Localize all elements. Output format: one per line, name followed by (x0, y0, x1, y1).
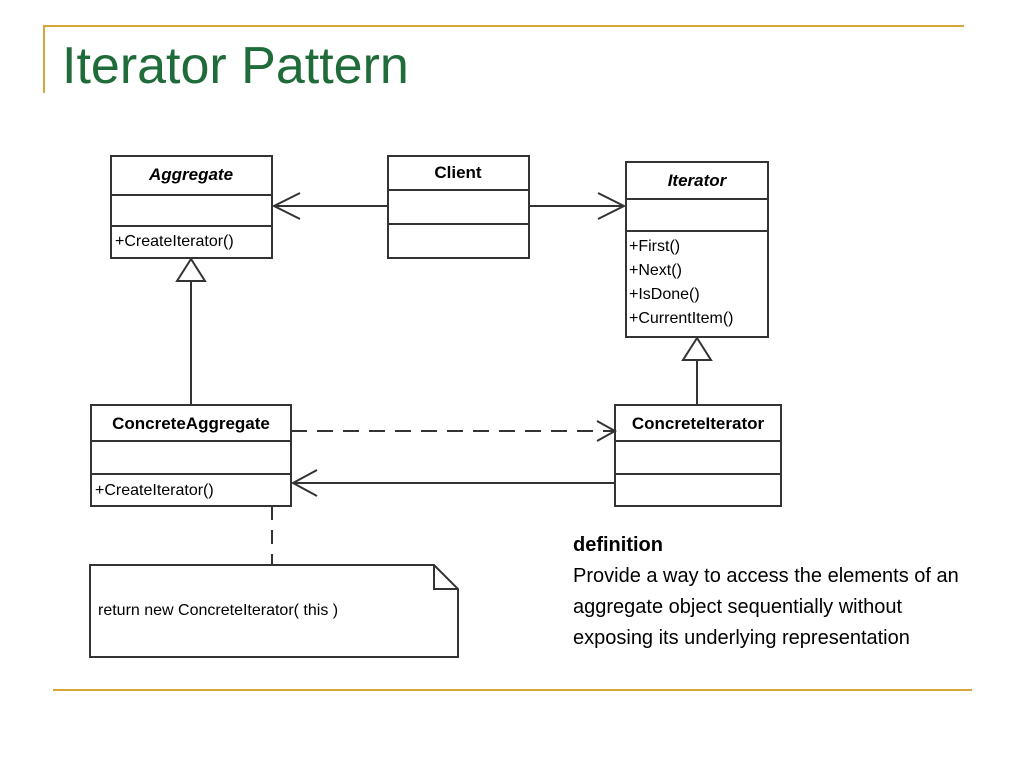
definition-text: Provide a way to access the elements of … (573, 565, 959, 649)
left-rule (43, 25, 45, 93)
aggregate-generalization (175, 257, 207, 405)
client-aggregate-association (271, 192, 388, 220)
slide-title: Iterator Pattern (62, 37, 409, 95)
top-rule (43, 25, 964, 27)
definition-heading: definition (573, 534, 663, 556)
bottom-rule (53, 689, 972, 691)
implementation-note: return new ConcreteIterator( this ) (89, 564, 459, 658)
creates-dependency (291, 420, 618, 442)
note-text: return new ConcreteIterator( this ) (98, 602, 338, 619)
concrete-aggregate-name: ConcreteAggregate (112, 414, 270, 433)
iterator-name: Iterator (668, 171, 728, 190)
iterator-method-currentitem: +CurrentItem() (629, 310, 733, 327)
concrete-iterator-class: ConcreteIterator (614, 404, 782, 507)
aggregate-name: Aggregate (148, 165, 233, 184)
concrete-aggregate-class: ConcreteAggregate +CreateIterator() (90, 404, 292, 507)
iterator-aggregate-association (290, 469, 615, 497)
client-iterator-association (529, 192, 627, 220)
iterator-method-first: +First() (629, 238, 680, 255)
aggregate-method: +CreateIterator() (115, 233, 234, 250)
aggregate-class: Aggregate +CreateIterator() (110, 155, 273, 259)
client-name: Client (434, 163, 482, 182)
definition-block: definition Provide a way to access the e… (573, 530, 963, 654)
iterator-method-isdone: +IsDone() (629, 286, 700, 303)
iterator-generalization (681, 336, 713, 405)
iterator-method-next: +Next() (629, 262, 682, 279)
client-class: Client (387, 155, 530, 259)
concrete-aggregate-method: +CreateIterator() (95, 482, 214, 499)
concrete-iterator-name: ConcreteIterator (632, 414, 765, 433)
iterator-class: Iterator +First() +Next() +IsDone() +Cur… (625, 161, 769, 338)
